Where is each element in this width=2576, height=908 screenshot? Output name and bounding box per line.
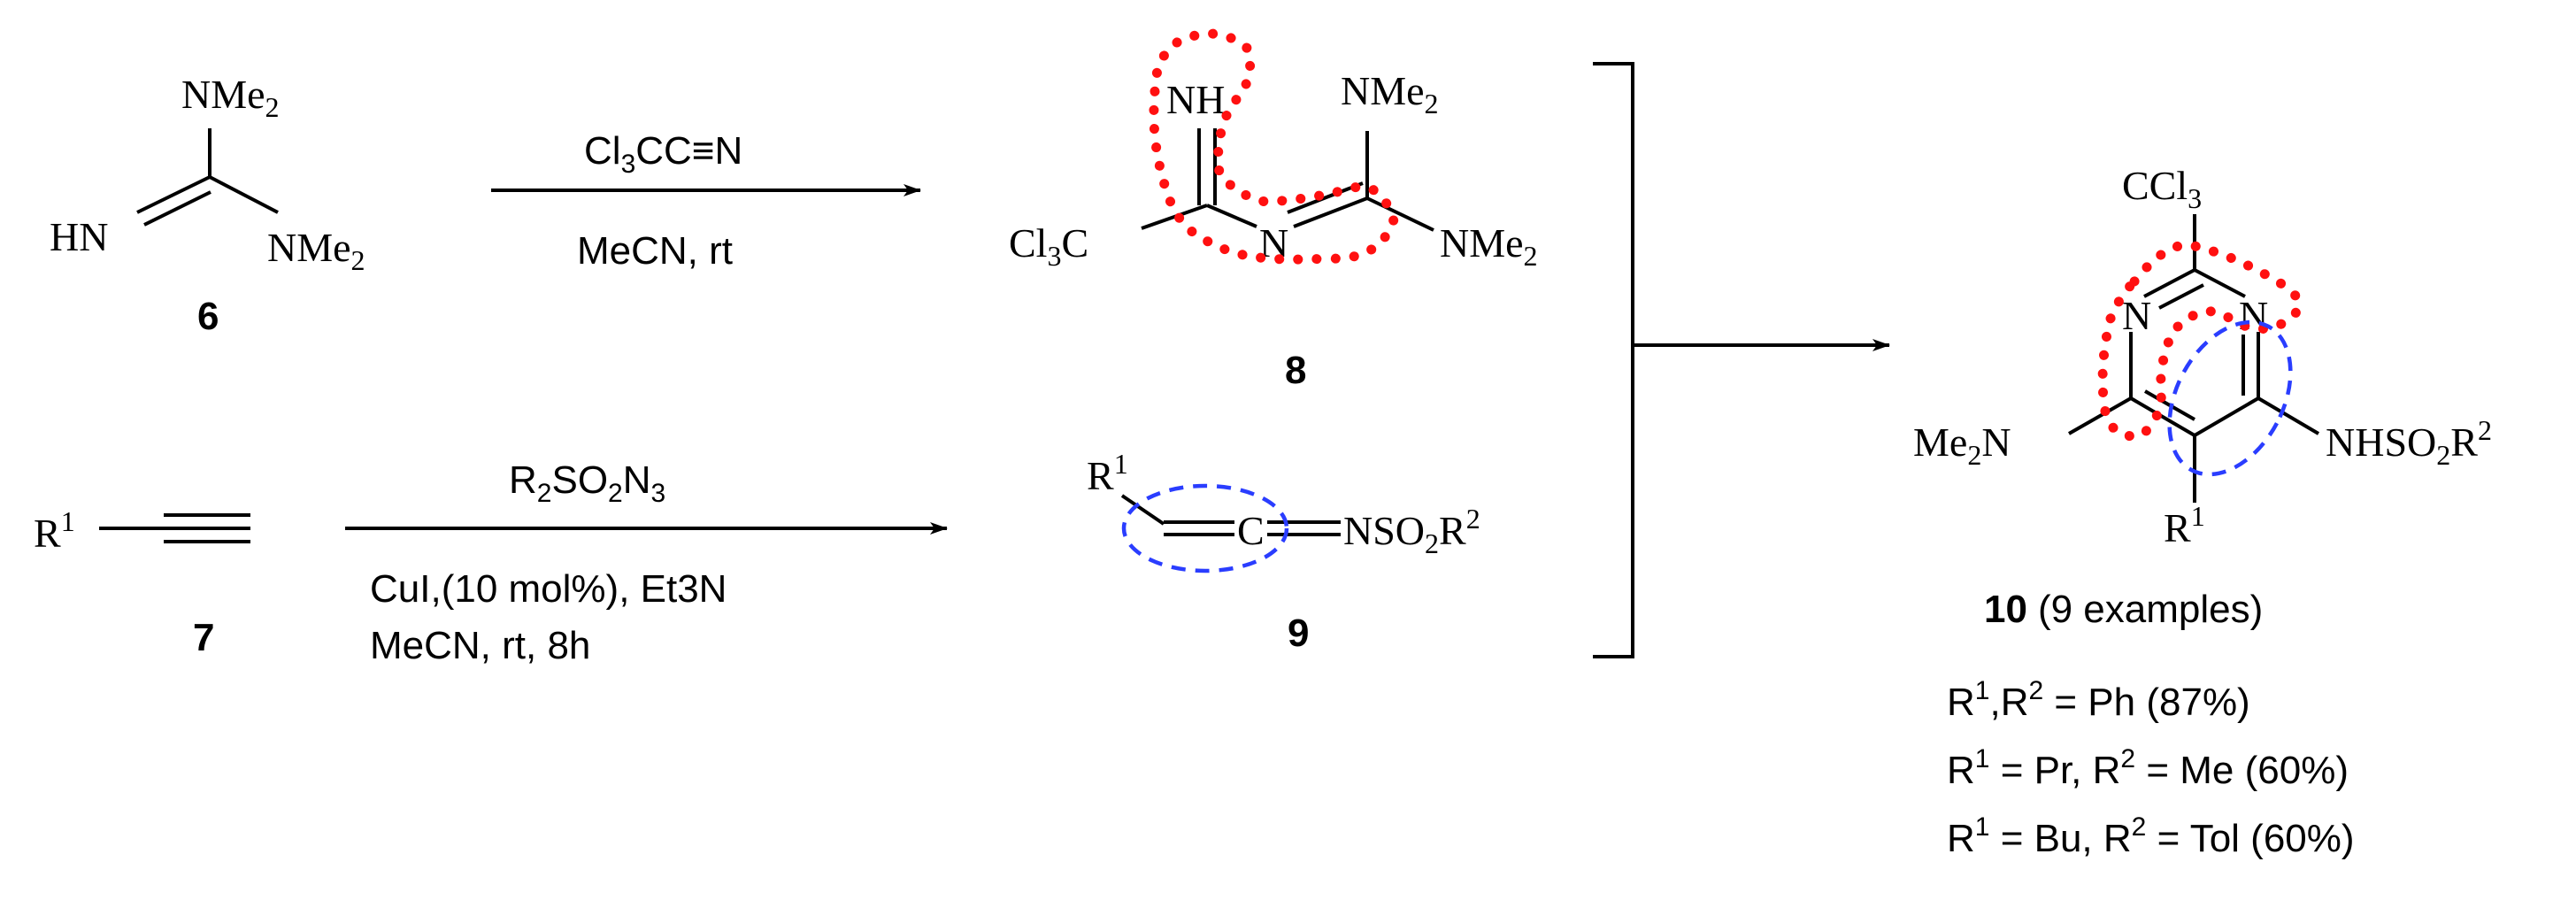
c10-nhso2r2-label: NHSO2R2: [2326, 414, 2492, 471]
compound-10-number: 10: [1984, 588, 2027, 631]
result-line-3: R1 = Bu, R2 = Tol (60%): [1947, 812, 2355, 860]
compound-9-number: 9: [1288, 612, 1309, 655]
results-list: R1,R2 = Ph (87%) R1 = Pr, R2 = Me (60%) …: [1947, 676, 2355, 860]
c8-nme2-right-label: NMe2: [1440, 220, 1538, 272]
compound-7-number: 7: [193, 616, 214, 659]
c10-blue-highlight: [2167, 319, 2293, 477]
compound-8: NH N NMe2 Cl3C NMe2 8: [1009, 28, 1538, 392]
c10-ccl3-label: CCl3: [2122, 163, 2202, 214]
c6-hn-label: HN: [50, 214, 108, 259]
compound-10-caption: 10 (9 examples): [1984, 588, 2263, 631]
compound-6-number: 6: [197, 295, 219, 338]
compound-8-number: 8: [1285, 349, 1306, 392]
c9-nso2r2-label: NSO2R2: [1343, 503, 1480, 559]
c9-c-label: C: [1237, 508, 1265, 553]
c9-blue-highlight: [1121, 483, 1289, 573]
c8-red-highlight: [1149, 28, 1399, 265]
c6-nme2-top-label: NMe2: [181, 72, 280, 123]
c8-nme2-top-label: NMe2: [1341, 68, 1439, 119]
c10-me2n-label: Me2N: [1913, 419, 2011, 471]
compound-6: NMe2 HN NMe2 6: [50, 72, 365, 338]
c6-nme2-right-label: NMe2: [267, 225, 365, 276]
result-line-1: R1,R2 = Ph (87%): [1947, 676, 2250, 724]
c8-nh-label: NH: [1166, 77, 1225, 122]
reaction-arrow-2: R2SO2N3 CuI,(10 mol%), Et3N MeCN, rt, 8h: [345, 458, 948, 667]
compound-9: R1 C NSO2R2 9: [1087, 448, 1480, 655]
compound-7: R1 7: [34, 505, 250, 659]
compound-10: CCl3 N N Me2N NHSO2R2 R1 10(9 examples): [1913, 163, 2492, 631]
c7-r-label: R1: [34, 505, 75, 556]
reagent-r2so2n3: R2SO2N3: [509, 458, 665, 508]
combine-bracket: [1593, 62, 1890, 658]
reagent-cl3ccn: Cl3CC≡N: [584, 129, 742, 179]
result-line-2: R1 = Pr, R2 = Me (60%): [1947, 744, 2349, 792]
conditions-cui-et3n: CuI,(10 mol%), Et3N: [370, 567, 727, 611]
conditions-mecn-rt-8h: MeCN, rt, 8h: [370, 624, 590, 667]
compound-10-count-note: (9 examples): [2038, 588, 2263, 631]
c10-n-left-label: N: [2122, 293, 2151, 338]
conditions-mecn-rt: MeCN, rt: [577, 229, 733, 273]
c8-cl3c-label: Cl3C: [1009, 220, 1088, 272]
c9-r-label: R1: [1087, 448, 1128, 498]
c10-r1-label: R1: [2164, 500, 2205, 550]
reaction-arrow-1: Cl3CC≡N MeCN, rt: [491, 129, 921, 273]
